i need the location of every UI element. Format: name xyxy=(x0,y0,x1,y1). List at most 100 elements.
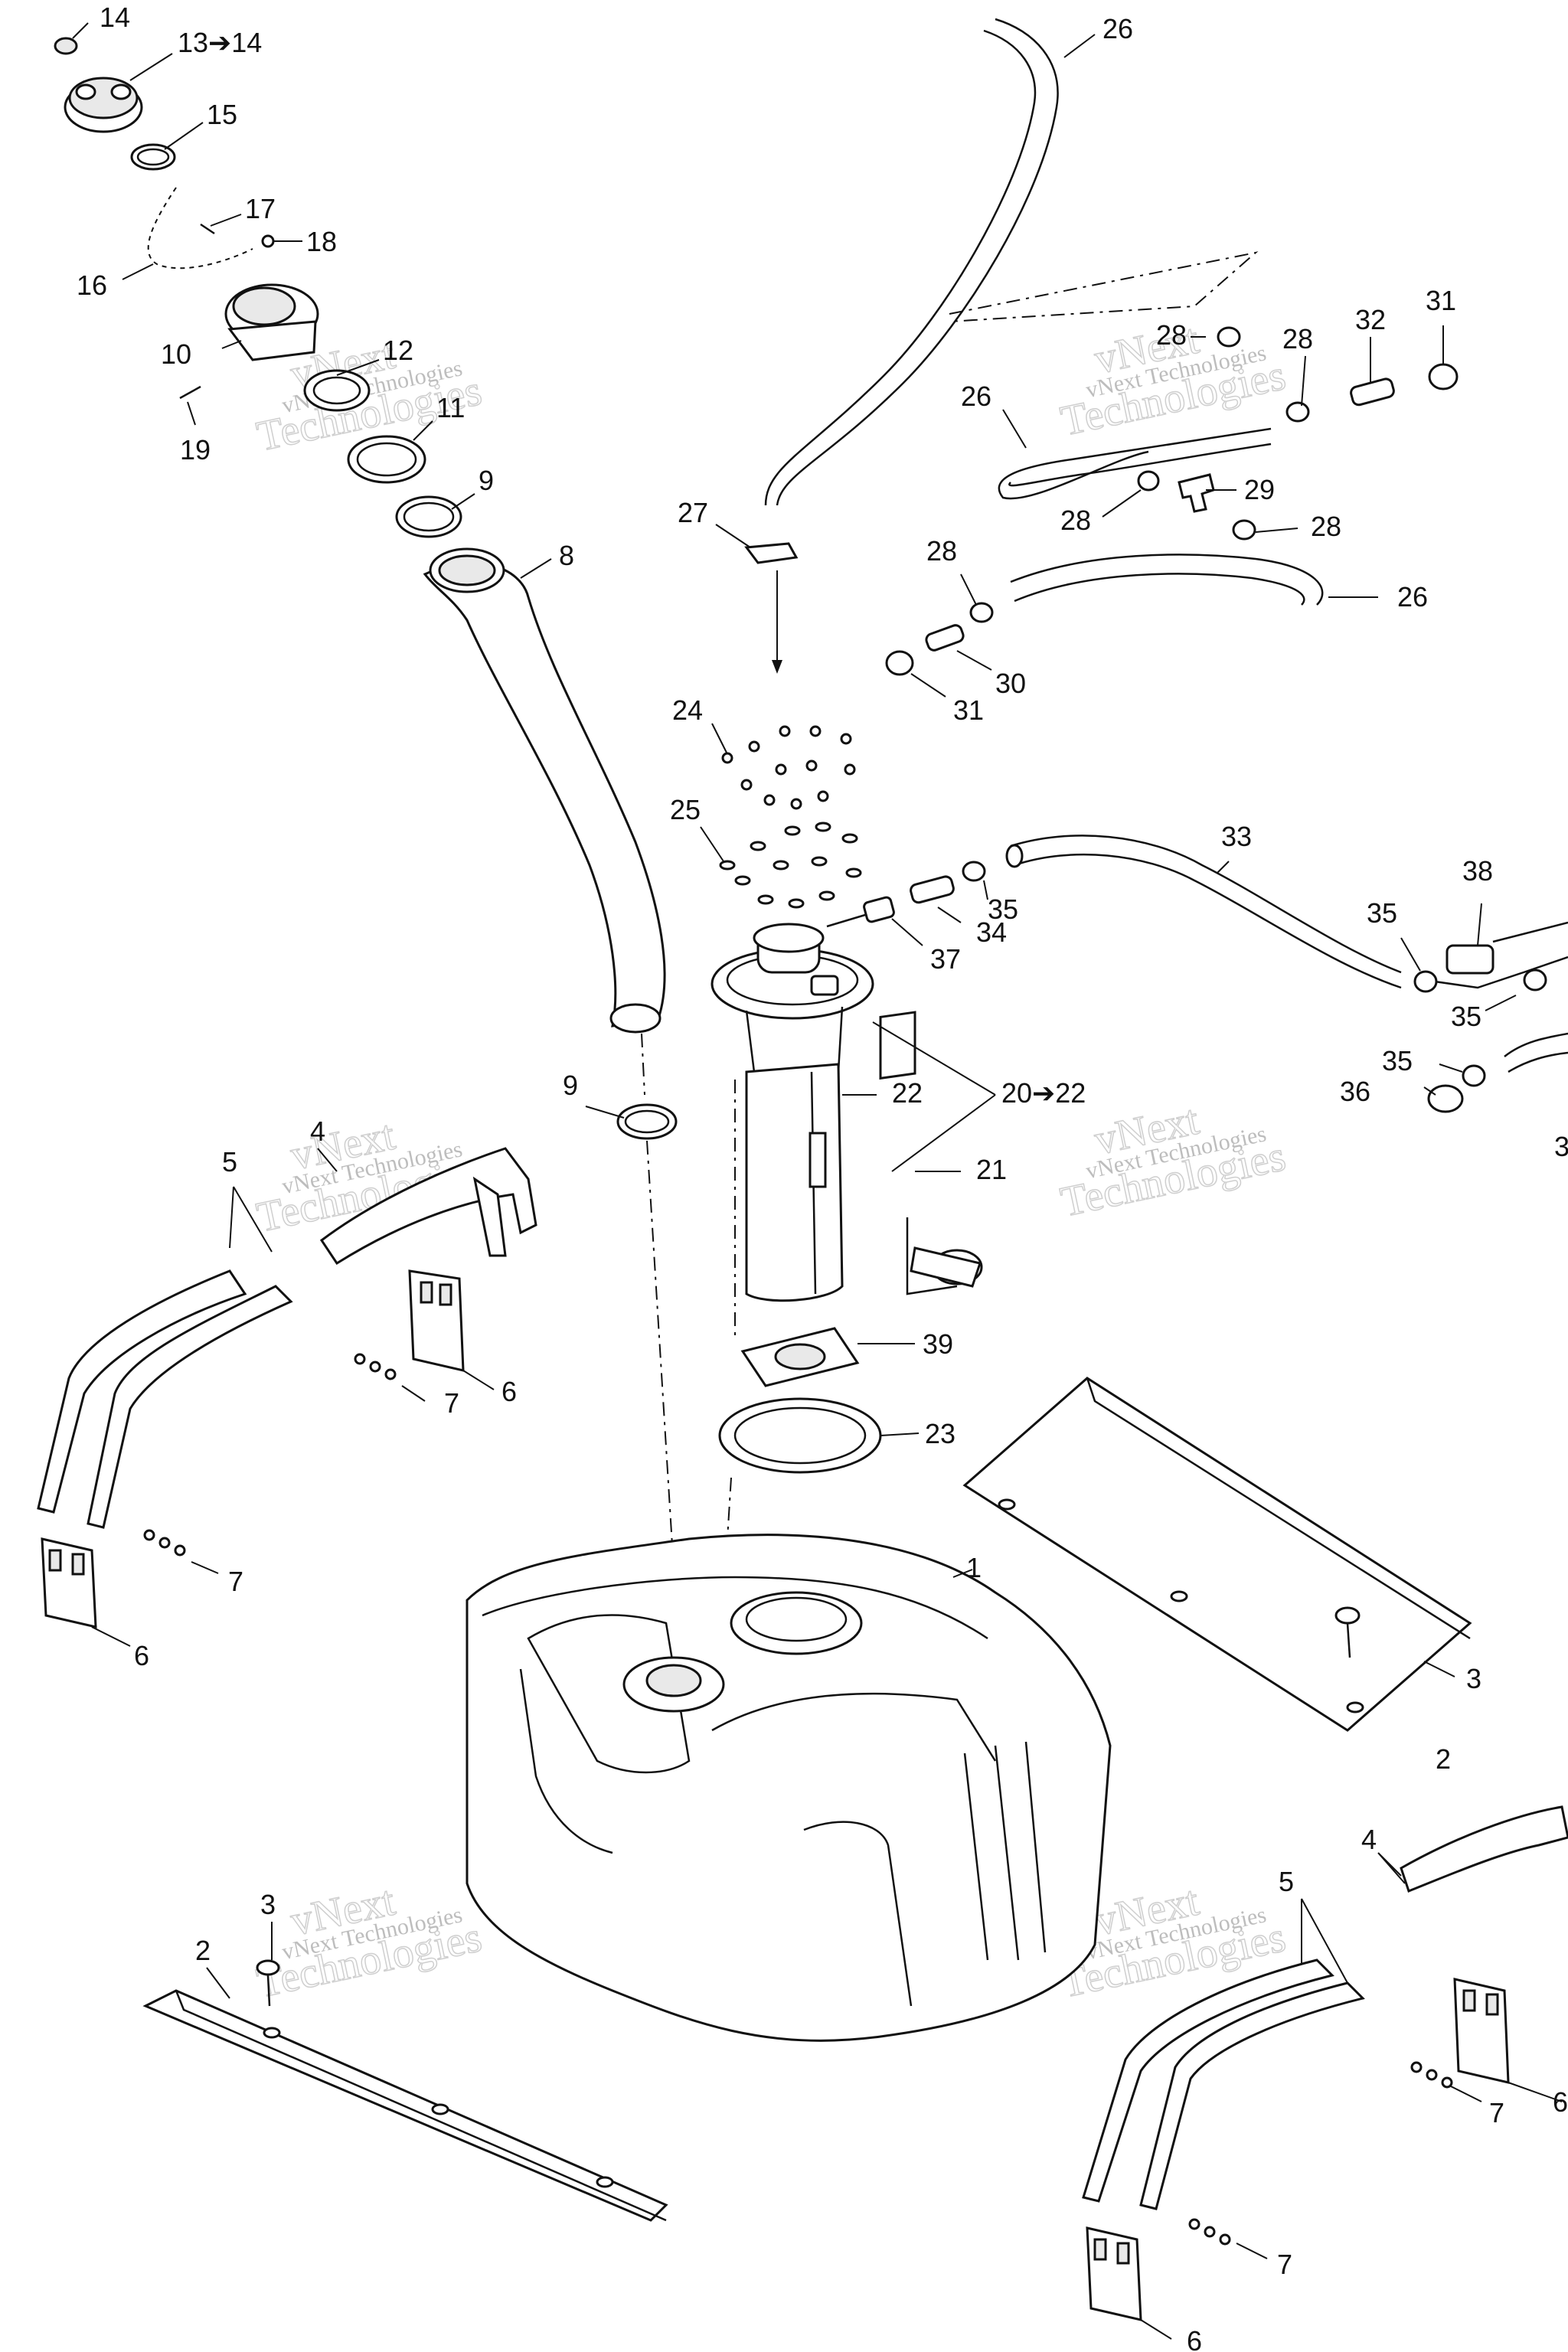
filler-hose-part-8 xyxy=(423,547,666,1034)
callout-19: 19 xyxy=(180,434,211,466)
callout-26-right: 26 xyxy=(1397,581,1428,612)
callout-5-right: 5 xyxy=(1279,1866,1294,1897)
pump-canister-part-22 xyxy=(745,1063,844,1302)
clamp-part-35-c xyxy=(1523,969,1547,991)
callout-7-left-upper: 7 xyxy=(444,1387,459,1419)
callout-26-top: 26 xyxy=(1102,13,1133,44)
vent-hose-part-26-upper xyxy=(764,18,1059,506)
callout-35-c: 35 xyxy=(1451,1001,1481,1032)
callout-23: 23 xyxy=(925,1418,956,1449)
cap-part-36 xyxy=(1427,1084,1464,1113)
skid-plate-part-2-left xyxy=(142,1989,668,2222)
connector-part-37 xyxy=(863,896,895,923)
filler-neck-part-10 xyxy=(224,283,319,361)
callout-4-right: 4 xyxy=(1361,1824,1377,1855)
bracket-part-6-left-upper xyxy=(408,1269,465,1372)
callout-31-bot: 31 xyxy=(953,694,984,726)
pump-washers-part-25 xyxy=(719,822,862,909)
callout-14-top: 14 xyxy=(100,2,130,33)
fuel-cap-part-13 xyxy=(64,77,143,133)
callout-35-d: 35 xyxy=(1382,1045,1413,1076)
skid-plate-part-2-right xyxy=(962,1377,1472,1732)
fuel-fittings-right xyxy=(1413,921,1568,1113)
callout-35-a: 35 xyxy=(988,893,1018,925)
callout-26-mid: 26 xyxy=(961,381,991,412)
clip-part-27 xyxy=(744,542,799,674)
clamp-part-28-e xyxy=(969,602,994,623)
callout-25: 25 xyxy=(670,794,701,825)
leader-lines xyxy=(72,22,1563,2340)
callout-2-left: 2 xyxy=(195,1935,211,1966)
callout-28-d: 28 xyxy=(1311,511,1341,542)
callout-1: 1 xyxy=(966,1552,982,1583)
callout-labels: 14 13➔14 15 17 18 16 12 10 11 19 9 8 26 … xyxy=(77,2,1568,2352)
tee-fitting-part-29 xyxy=(1178,473,1215,513)
watermark-2: vNext vNext Technologies Technologies xyxy=(1056,315,1290,446)
check-valve-part-32 xyxy=(1350,377,1395,407)
callout-21: 21 xyxy=(976,1154,1007,1185)
callout-8: 8 xyxy=(559,540,574,571)
vent-cap-part-31-lower xyxy=(885,650,914,676)
callout-15: 15 xyxy=(207,99,237,130)
callout-11: 11 xyxy=(436,392,465,423)
callout-28-c: 28 xyxy=(1060,505,1091,536)
callout-28-a: 28 xyxy=(1156,319,1187,351)
vent-hose-part-26-lower xyxy=(1010,554,1324,606)
plug-part-14 xyxy=(54,37,78,55)
callout-28-b: 28 xyxy=(1282,323,1313,354)
lock-ring-part-23 xyxy=(718,1397,882,1474)
callout-39: 39 xyxy=(923,1328,953,1360)
callout-2-right: 2 xyxy=(1436,1743,1451,1775)
callout-32: 32 xyxy=(1355,304,1386,335)
bracket-part-6-left-lower xyxy=(41,1537,97,1628)
vent-hose-part-26-mid xyxy=(998,427,1272,500)
callout-3-left: 3 xyxy=(260,1889,276,1920)
watermark-5: vNext vNext Technologies Technologies xyxy=(252,1877,486,2008)
callout-6-left-lower: 6 xyxy=(134,1640,149,1671)
callout-35-b: 35 xyxy=(1367,897,1397,929)
callout-7-right-lower: 7 xyxy=(1277,2249,1292,2280)
callout-6-right-lower: 6 xyxy=(1187,2325,1202,2352)
clamp-part-28-c xyxy=(1137,470,1160,492)
fuel-tank-part-1 xyxy=(466,1534,1112,2042)
callout-34: 34 xyxy=(976,916,1007,948)
callout-6-right-upper: 6 xyxy=(1553,2086,1568,2118)
check-valve-part-30 xyxy=(925,624,965,652)
callout-16: 16 xyxy=(77,270,107,301)
callout-20-22: 20➔22 xyxy=(1001,1077,1086,1109)
callout-17: 17 xyxy=(245,193,276,224)
bolts-part-7-right-lower xyxy=(1188,2218,1231,2246)
pump-screws-part-24 xyxy=(721,725,856,810)
bracket-part-6-right-upper xyxy=(1453,1978,1510,2084)
callout-33: 33 xyxy=(1221,821,1252,852)
washer-part-18 xyxy=(261,234,275,248)
clamp-part-35-b xyxy=(1413,970,1438,993)
callout-18: 18 xyxy=(306,226,337,257)
callout-3-edge: 3 xyxy=(1554,1131,1568,1162)
filler-cap-assembly xyxy=(54,37,462,538)
push-rivet-part-3-right xyxy=(1334,1606,1361,1658)
callout-7-left-lower: 7 xyxy=(228,1566,243,1597)
callout-4-left: 4 xyxy=(310,1116,325,1147)
callout-31-top: 31 xyxy=(1426,285,1456,316)
callout-37: 37 xyxy=(930,943,961,975)
callout-13-14: 13➔14 xyxy=(178,27,262,58)
fuel-line-part-33 xyxy=(1005,835,1402,989)
screw-part-17 xyxy=(200,223,215,235)
strap-part-4-left xyxy=(319,1147,537,1266)
callout-3-right: 3 xyxy=(1466,1663,1481,1694)
callout-9-top: 9 xyxy=(479,465,494,496)
strap-part-5-left xyxy=(37,1269,293,1529)
callout-7-right-upper: 7 xyxy=(1489,2097,1504,2128)
clamp-part-35-a xyxy=(962,861,986,882)
bolts-part-7-left-lower xyxy=(143,1529,186,1557)
callout-12: 12 xyxy=(383,335,413,366)
clamp-part-28-b xyxy=(1285,401,1310,423)
callout-28-e: 28 xyxy=(926,535,957,567)
tether-chain-part-16 xyxy=(147,187,253,270)
pump-to-tank-axis xyxy=(723,1080,736,1601)
callout-30: 30 xyxy=(995,668,1026,699)
bolts-part-7-right-upper xyxy=(1410,2061,1453,2089)
callout-10: 10 xyxy=(161,338,191,370)
